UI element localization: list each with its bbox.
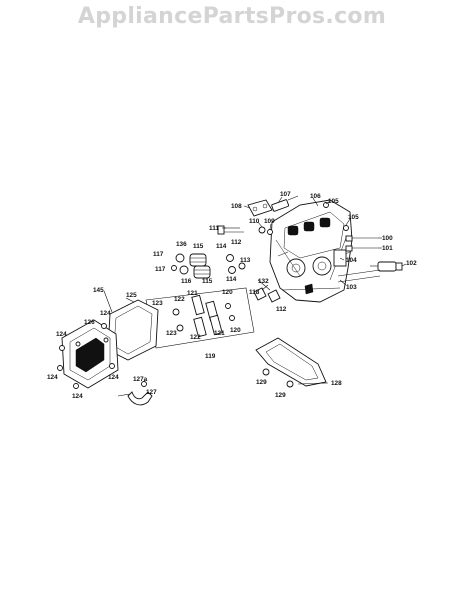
callout-120: 120: [230, 327, 241, 334]
callout-129: 129: [256, 379, 267, 386]
callout-107: 107: [280, 191, 291, 198]
callout-104: 104: [346, 257, 357, 264]
callout-105: 105: [348, 214, 359, 221]
callout-113: 113: [240, 257, 251, 264]
callout-116: 116: [181, 278, 192, 285]
callout-122: 122: [190, 334, 201, 341]
part-111-bolts[interactable]: [217, 225, 244, 235]
callout-127a: 127a: [133, 376, 148, 383]
callout-103: 103: [346, 284, 357, 291]
callout-105: 105: [328, 198, 339, 205]
part-100-101-bolts[interactable]: [345, 235, 378, 252]
callout-123: 123: [152, 300, 163, 307]
callout-120: 120: [222, 289, 233, 296]
callout-122: 122: [174, 296, 185, 303]
part-110-109[interactable]: [258, 226, 273, 235]
callout-100: 100: [382, 235, 393, 242]
callout-145: 145: [93, 287, 104, 294]
part-108-bracket[interactable]: [247, 199, 273, 217]
callout-124: 124: [56, 331, 67, 338]
callout-111: 111: [209, 225, 219, 232]
callout-121: 121: [187, 290, 198, 297]
callout-108: 108: [231, 203, 242, 210]
callout-118: 118: [249, 289, 260, 296]
callout-124: 124: [47, 374, 58, 381]
valve-retainers[interactable]: [171, 253, 246, 275]
callout-128: 128: [331, 380, 342, 387]
leader-lines: [103, 196, 407, 397]
part-103-studs[interactable]: [337, 269, 381, 283]
callout-112: 112: [276, 306, 287, 313]
part-129-screws[interactable]: [262, 368, 294, 388]
callout-132: 132: [258, 278, 269, 285]
callout-127: 127: [146, 389, 157, 396]
callout-117: 117: [155, 266, 166, 273]
callout-136: 136: [176, 241, 187, 248]
callout-115: 115: [193, 243, 204, 250]
part-105-bolt[interactable]: [323, 202, 349, 231]
callout-106: 106: [310, 193, 321, 200]
callout-114: 114: [216, 243, 227, 250]
callout-124: 124: [72, 393, 83, 400]
part-102-fitting[interactable]: [370, 261, 403, 272]
part-127-breather-hose[interactable]: [127, 381, 153, 406]
callout-123: 123: [166, 330, 177, 337]
callout-114: 114: [226, 276, 237, 283]
callout-102: 102: [406, 260, 417, 267]
callout-112: 112: [231, 239, 242, 246]
part-124-bolts[interactable]: [57, 323, 115, 389]
callout-labels: 107 106 105 108 105 111 110 109 112 100 …: [47, 191, 417, 400]
callout-121: 121: [214, 330, 225, 337]
watermark-text: AppliancePartsPros.com: [77, 4, 387, 29]
callout-117: 117: [153, 251, 164, 258]
callout-119: 119: [205, 353, 216, 360]
callout-101: 101: [382, 245, 393, 252]
cylinder-head[interactable]: [269, 199, 353, 303]
callout-126: 126: [84, 319, 95, 326]
part-107-sensor[interactable]: [271, 195, 299, 212]
part-126-valve-cover[interactable]: [61, 319, 119, 389]
callout-110: 110: [249, 218, 260, 225]
callout-129: 129: [275, 392, 286, 399]
rocker-parts-132[interactable]: [253, 279, 281, 303]
part-128-shield[interactable]: [255, 337, 327, 387]
callout-124: 124: [108, 374, 119, 381]
valve-springs-115[interactable]: [189, 253, 211, 279]
callout-109: 109: [264, 218, 275, 225]
callout-125: 125: [126, 292, 137, 299]
callout-124: 124: [100, 310, 111, 317]
part-119-rocker-arm-kit[interactable]: [145, 287, 255, 349]
callout-115: 115: [202, 278, 213, 285]
